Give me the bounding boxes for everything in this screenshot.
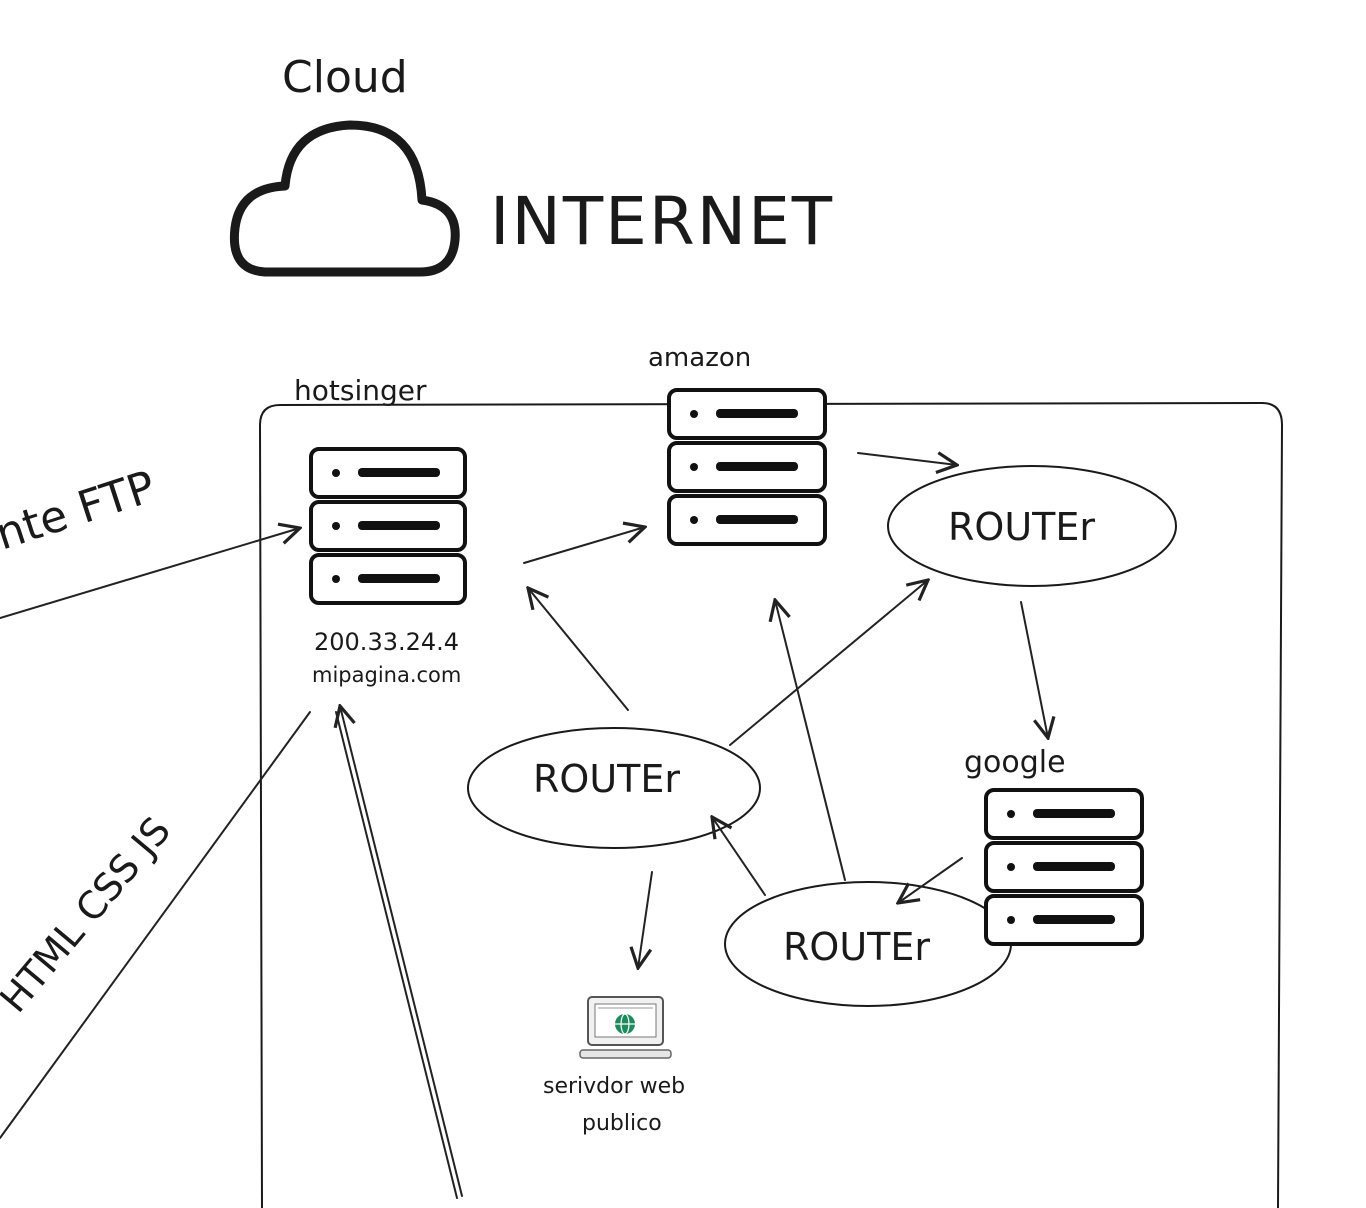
google-label: google xyxy=(964,745,1066,780)
ip-address: 200.33.24.4 xyxy=(314,628,459,656)
arrow-router-middle-to-router-top xyxy=(729,580,928,746)
router-top-right-label: ROUTEr xyxy=(948,505,1095,549)
hotsinger-label: hotsinger xyxy=(294,374,427,407)
public-server-label-line2: publico xyxy=(582,1111,662,1136)
router-top-right xyxy=(887,465,1177,587)
arrow-google-to-router-bottom xyxy=(898,857,963,903)
arrow-router-middle-to-hotsinger xyxy=(528,588,629,711)
ftp-client-label: nte FTP xyxy=(0,461,162,560)
server-rack-icon xyxy=(984,788,1144,946)
arrow-hotsinger-to-amazon xyxy=(523,527,645,564)
router-middle-label: ROUTEr xyxy=(533,757,680,801)
arrow-router-bottom-to-amazon xyxy=(775,600,846,881)
server-rack-icon xyxy=(309,447,467,605)
router-bottom-label: ROUTEr xyxy=(783,925,930,969)
computer-monitor-icon xyxy=(579,996,672,1059)
internet-title: INTERNET xyxy=(490,183,834,260)
cloud-icon xyxy=(229,120,460,277)
cloud-label: Cloud xyxy=(282,52,408,103)
html-css-js-label: HTML CSS JS xyxy=(0,809,179,1021)
arrow-ftp-to-hotsinger xyxy=(0,528,300,619)
server-rack-icon xyxy=(667,388,827,546)
arrow-router-to-google xyxy=(1020,601,1048,738)
arrow-router-bottom-to-router-middle xyxy=(712,817,766,896)
arrow-bottom-to-hotsinger xyxy=(340,706,463,1197)
arrow-amazon-to-router xyxy=(857,453,957,465)
arrow-router-middle-to-server xyxy=(638,871,653,968)
router-middle xyxy=(467,727,761,849)
domain-name: mipagina.com xyxy=(312,663,461,687)
arrow-html-to-hotsinger xyxy=(0,711,311,1139)
public-server-label-line1: serivdor web xyxy=(543,1074,685,1099)
arrow-bottom-to-hotsinger-double xyxy=(335,711,458,1199)
amazon-label: amazon xyxy=(648,343,751,373)
globe-icon xyxy=(615,1013,635,1035)
